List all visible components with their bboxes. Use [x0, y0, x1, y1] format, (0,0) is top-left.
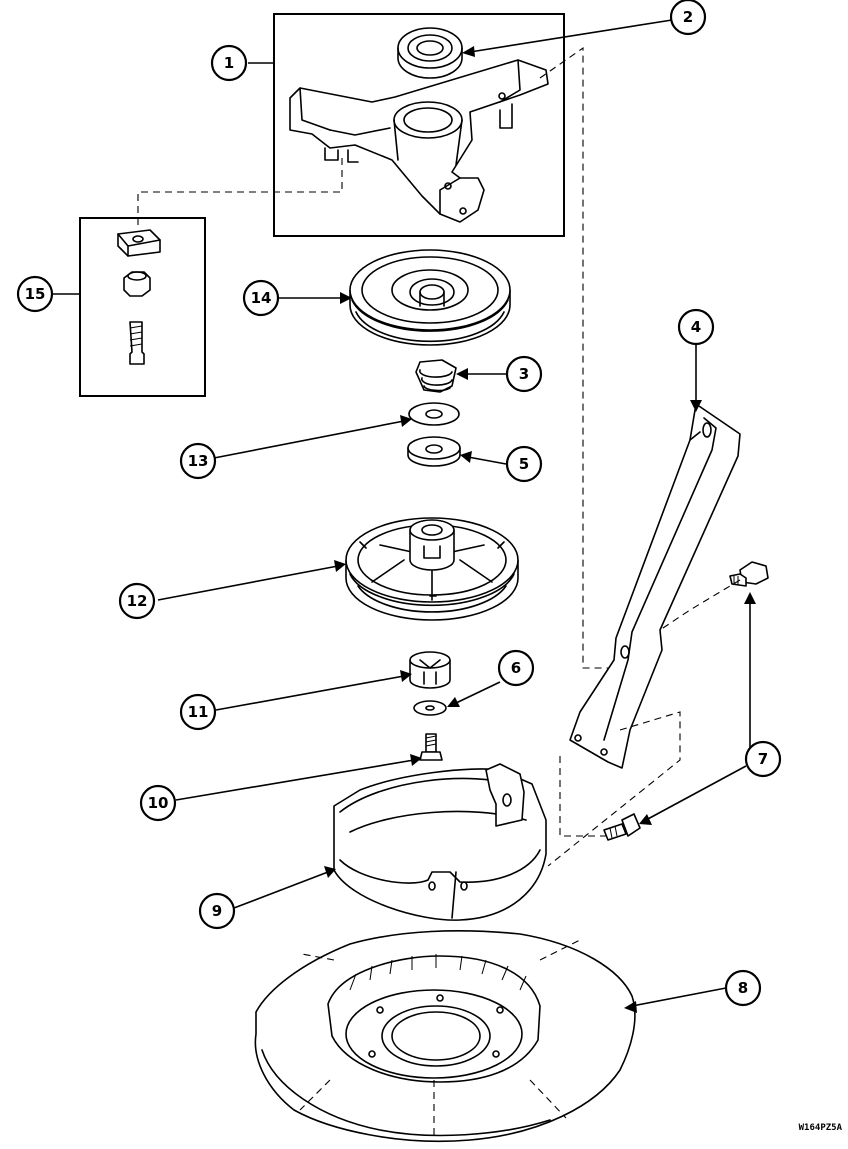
- callout-10: 10: [139, 784, 177, 822]
- callout-14: 14: [242, 279, 280, 317]
- callout-15: 15: [16, 275, 54, 313]
- part-14-pulley: [349, 249, 511, 346]
- leader-lines: [52, 19, 756, 1013]
- part-10-bolt: [419, 733, 443, 761]
- callout-11: 11: [179, 693, 217, 731]
- callout-15-label: 15: [25, 285, 46, 303]
- part-2-bearing: [397, 27, 463, 79]
- part-7-screw-upper: [729, 561, 769, 587]
- callout-4-label: 4: [691, 318, 701, 336]
- part-5-washer: [407, 436, 461, 467]
- callout-13: 13: [179, 442, 217, 480]
- callout-2: 2: [669, 0, 707, 36]
- part-11-hub: [409, 651, 451, 689]
- callout-2-label: 2: [683, 8, 693, 26]
- callout-5: 5: [505, 445, 543, 483]
- part-3-spring: [415, 359, 457, 393]
- part-7-screw-lower: [603, 813, 641, 841]
- part-13-washer: [408, 402, 460, 426]
- callout-11-label: 11: [188, 703, 209, 721]
- callout-5-label: 5: [519, 455, 529, 473]
- callout-7: 7: [744, 740, 782, 778]
- callout-8-label: 8: [738, 979, 748, 997]
- part-9-shield: [333, 763, 547, 921]
- part-1-group-box: [273, 13, 565, 237]
- callout-9-label: 9: [212, 902, 222, 920]
- part-15-bolt-assembly: [117, 229, 161, 365]
- drawing-code: W164PZ5A: [799, 1123, 843, 1133]
- callout-7-label: 7: [758, 750, 768, 768]
- callout-6-label: 6: [511, 659, 521, 677]
- callout-1-label: 1: [224, 54, 234, 72]
- callout-14-label: 14: [251, 289, 272, 307]
- callout-6: 6: [497, 649, 535, 687]
- callout-12-label: 12: [127, 592, 148, 610]
- callout-10-label: 10: [148, 794, 169, 812]
- callout-3: 3: [505, 355, 543, 393]
- callout-4: 4: [677, 308, 715, 346]
- callout-12: 12: [118, 582, 156, 620]
- part-15-group-box: [79, 217, 206, 397]
- callout-8: 8: [724, 969, 762, 1007]
- callout-1: 1: [210, 44, 248, 82]
- part-8-boot: [254, 930, 636, 1143]
- callout-13-label: 13: [188, 452, 209, 470]
- part-4-bracket: [569, 403, 741, 769]
- part-12-pulley: [345, 517, 519, 621]
- callout-9: 9: [198, 892, 236, 930]
- callout-3-label: 3: [519, 365, 529, 383]
- part-6-washer: [413, 700, 447, 716]
- part-1-bearing-housing: [289, 59, 549, 223]
